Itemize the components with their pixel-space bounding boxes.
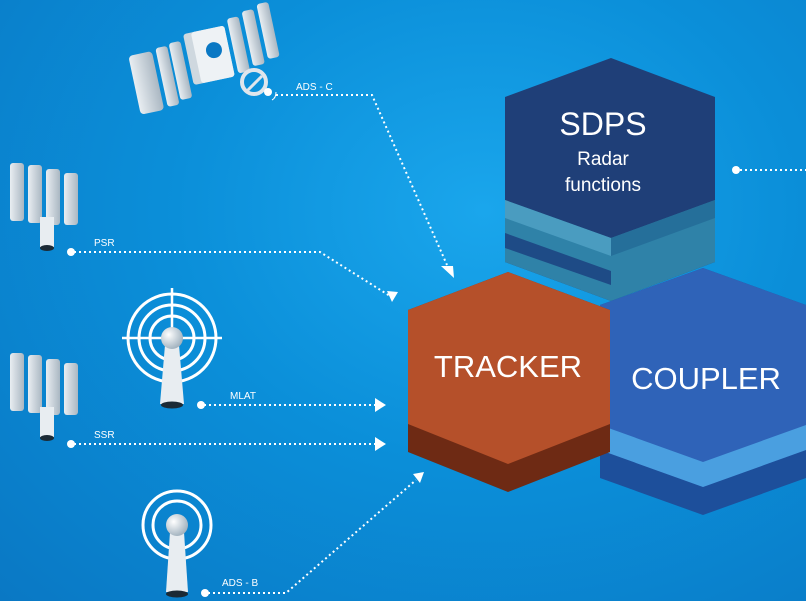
sdps-block: SDPS Radar functions bbox=[505, 58, 715, 301]
antenna-broadcast-icon bbox=[141, 489, 213, 598]
adsc-arrowhead bbox=[441, 266, 454, 278]
ssr-label: SSR bbox=[94, 430, 115, 441]
adsb-link bbox=[208, 479, 417, 594]
sdps-subtitle-line1: Radar bbox=[577, 149, 629, 170]
psr-label: PSR bbox=[94, 238, 115, 249]
coupler-label: COUPLER bbox=[631, 361, 781, 396]
dish-icon bbox=[10, 353, 78, 441]
mlat-arrowhead bbox=[375, 398, 386, 412]
ssr-link-dot bbox=[67, 440, 75, 448]
coupler-block: COUPLER bbox=[600, 268, 806, 515]
psr-arrowhead bbox=[387, 291, 398, 302]
adsb-label: ADS - B bbox=[222, 578, 258, 589]
sdps-subtitle-line2: functions bbox=[565, 175, 641, 196]
antenna-target-icon bbox=[122, 288, 222, 409]
satellite-icon bbox=[129, 2, 280, 114]
sdps-title: SDPS bbox=[559, 106, 646, 142]
mlat-label: MLAT bbox=[230, 391, 256, 402]
tracker-label: TRACKER bbox=[434, 349, 582, 384]
psr-link-dot bbox=[67, 248, 75, 256]
dish-icon bbox=[10, 163, 78, 251]
adsc-link bbox=[276, 94, 448, 266]
adsb-link-dot bbox=[201, 589, 209, 597]
sdps-output-link bbox=[732, 166, 806, 174]
adsc-label: ADS - C bbox=[296, 82, 333, 93]
ssr-arrowhead bbox=[375, 437, 386, 451]
psr-link bbox=[74, 251, 391, 297]
tracker-block: TRACKER bbox=[408, 272, 610, 492]
mlat-link-dot bbox=[197, 401, 205, 409]
adsb-arrowhead bbox=[413, 472, 424, 483]
